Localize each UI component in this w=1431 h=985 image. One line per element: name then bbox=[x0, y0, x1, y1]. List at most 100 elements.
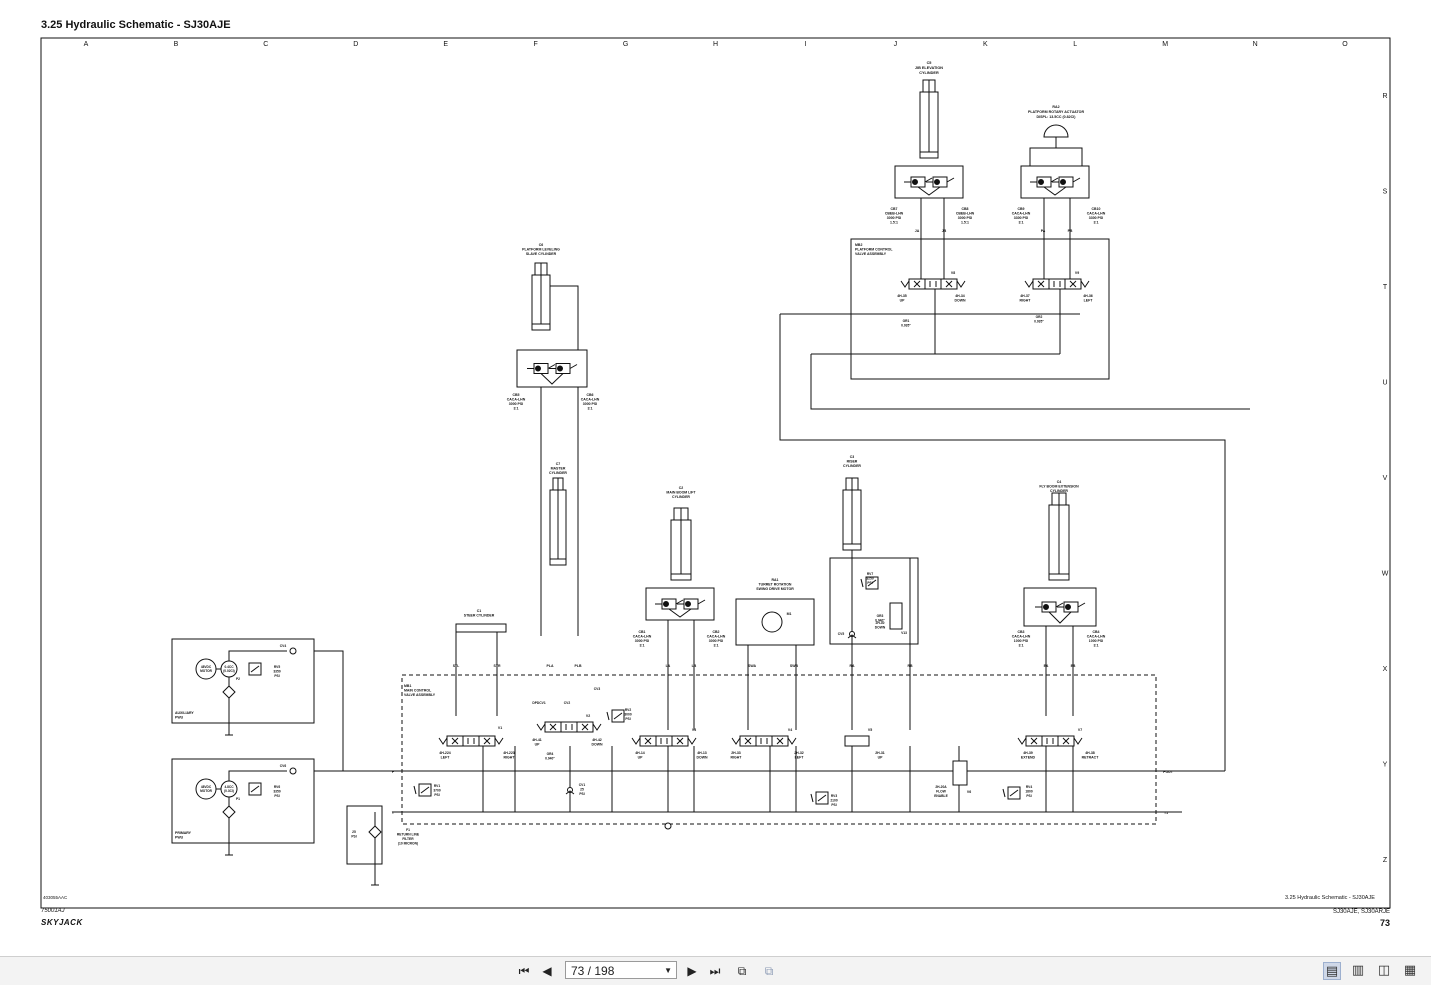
v4-coil-a-label: 2H-33 bbox=[731, 751, 741, 755]
v4-coil-b-label: LEFT bbox=[795, 756, 805, 760]
filter-symbol bbox=[368, 825, 382, 839]
c2-label: MAIN BOOM LIFT bbox=[666, 491, 696, 495]
cb5-label: CACA-LHN bbox=[507, 398, 526, 402]
rotary-actuator bbox=[1043, 124, 1069, 138]
row-label: T bbox=[1383, 284, 1388, 291]
primary-pwu-label: PRIMARY bbox=[175, 831, 192, 835]
cb8-label: CBEB-LHN bbox=[956, 212, 975, 216]
cb8-label: 1.5:1 bbox=[961, 221, 969, 225]
rv3-label: PSI bbox=[831, 803, 836, 807]
valve-v9 bbox=[1024, 278, 1090, 290]
f1-label: RETURN LINE bbox=[397, 833, 420, 837]
v2-coil-a-label: 4H-41 bbox=[532, 738, 542, 742]
filter-bypass-label: PSI bbox=[351, 835, 356, 839]
f1-label: F1 bbox=[406, 828, 410, 832]
page-number-select[interactable]: 73 / 198▼ bbox=[565, 961, 677, 979]
cb7-label: 1.5:1 bbox=[890, 221, 898, 225]
check-valve-cv5 bbox=[847, 631, 857, 639]
rv5-label: RV5 bbox=[274, 665, 281, 669]
row-label: W bbox=[1382, 571, 1389, 578]
t1-label: T1 bbox=[1164, 811, 1168, 815]
p2-label: P2 bbox=[236, 677, 240, 681]
relief-valve-rv1 bbox=[413, 783, 432, 797]
port-jb-label: JB bbox=[942, 229, 947, 233]
cb3-label: 3:1 bbox=[1018, 644, 1023, 648]
cb6-label: 3:1 bbox=[587, 407, 592, 411]
mb2-label: MB2 bbox=[855, 243, 862, 247]
cb9-label: CACA-LHN bbox=[1012, 212, 1031, 216]
port-label: LB bbox=[692, 664, 697, 668]
f1-label: FILTER bbox=[402, 837, 414, 841]
two-page-continuous-view-button[interactable]: ▦ bbox=[1401, 962, 1419, 980]
main-control-valve-assembly bbox=[401, 674, 1157, 825]
ra1-label: TURRET ROTATION bbox=[759, 583, 792, 587]
column-label: J bbox=[894, 41, 898, 48]
cb4-label: 1000 PSI bbox=[1089, 639, 1103, 643]
c6-label: PLATFORM LEVELING bbox=[522, 248, 560, 252]
v1-coil-a-label: 4H-224 bbox=[439, 751, 451, 755]
valve-v5 bbox=[844, 735, 870, 747]
jib-cylinder-label: C5 bbox=[927, 61, 932, 65]
rv5-label: PSI bbox=[274, 674, 279, 678]
valve-v3 bbox=[631, 735, 697, 747]
previous-page-icon: ◀ bbox=[542, 964, 552, 978]
filter-bypass-label: 25 bbox=[352, 830, 356, 834]
footer-code: 75001AJ bbox=[41, 908, 65, 914]
platform-leveling-slave-cylinder bbox=[531, 262, 551, 331]
c4-label: CYLINDER bbox=[1050, 489, 1068, 493]
v8-coil-a-label: UP bbox=[900, 299, 906, 303]
single-page-view-button[interactable]: ▤ bbox=[1323, 962, 1341, 980]
row-label: U bbox=[1382, 379, 1387, 386]
document-number: 403055AAC bbox=[43, 895, 68, 900]
rv1-label: RV1 bbox=[434, 784, 441, 788]
last-page-button[interactable]: ⏭ bbox=[706, 962, 724, 980]
cb4-label: CB4 bbox=[1092, 630, 1099, 634]
rv5-label: 3350 bbox=[273, 670, 281, 674]
c7-label: C7 bbox=[556, 462, 561, 466]
valve-v6 bbox=[952, 760, 968, 786]
first-page-button[interactable]: ⏮ bbox=[515, 962, 533, 980]
test-port bbox=[664, 822, 672, 830]
continuous-view-button[interactable]: ▥ bbox=[1349, 962, 1367, 980]
next-page-button[interactable]: ▶ bbox=[683, 962, 701, 980]
relief-valve-rv3 bbox=[810, 791, 829, 805]
cb6-label: 3000 PSI bbox=[583, 402, 597, 406]
c3-label: CYLINDER bbox=[843, 464, 861, 468]
cv3-label: CV3 bbox=[594, 687, 601, 691]
rotate-view-button[interactable]: ⧉ bbox=[733, 962, 751, 980]
cb5-label: CB5 bbox=[512, 393, 519, 397]
cb2-label: 3000 PSI bbox=[709, 639, 723, 643]
column-label: E bbox=[443, 41, 448, 48]
valve-v1 bbox=[438, 735, 504, 747]
primary-pwu-label: PWU bbox=[175, 836, 184, 840]
ra1-label: RA1 bbox=[771, 578, 778, 582]
v5-coil-label: 2H-31 bbox=[875, 751, 885, 755]
cb1-label: 3:1 bbox=[639, 644, 644, 648]
v1-coil-b-label: RIGHT bbox=[504, 756, 516, 760]
extract-pages-button[interactable]: ⧉ bbox=[760, 962, 778, 980]
check-valve-cv1 bbox=[565, 787, 575, 795]
jib-cylinder-label: JIB ELEVATION bbox=[915, 66, 943, 70]
port-label: PLA bbox=[547, 664, 554, 668]
rv6-label: RV6 bbox=[274, 785, 281, 789]
cb2-label: 3:1 bbox=[713, 644, 718, 648]
v2-coil-b-label: DOWN bbox=[591, 743, 603, 747]
v7-label: V7 bbox=[1078, 728, 1082, 732]
rv7-label: RV7 bbox=[867, 572, 874, 576]
cb10-label: 3300 PSI bbox=[1089, 216, 1103, 220]
drawing-caption: 3.25 Hydraulic Schematic - SJ30AJE bbox=[1285, 895, 1375, 901]
pri-motor-label: 48VDC bbox=[201, 785, 212, 789]
v13-coil-label: DOWN bbox=[875, 626, 886, 630]
row-label: V bbox=[1383, 475, 1388, 482]
v13-label: V13 bbox=[901, 631, 907, 635]
column-label: H bbox=[713, 41, 718, 48]
jib-cylinder-label: CYLINDER bbox=[919, 71, 939, 75]
previous-page-button[interactable]: ◀ bbox=[538, 962, 556, 980]
or1-label: 0.035" bbox=[901, 324, 911, 328]
primary-power-unit bbox=[171, 758, 315, 856]
two-page-view-button[interactable]: ◫ bbox=[1375, 962, 1393, 980]
v7-coil-b-label: RETRACT bbox=[1082, 756, 1100, 760]
cb9-label: CB9 bbox=[1017, 207, 1024, 211]
valve-v8 bbox=[900, 278, 966, 290]
